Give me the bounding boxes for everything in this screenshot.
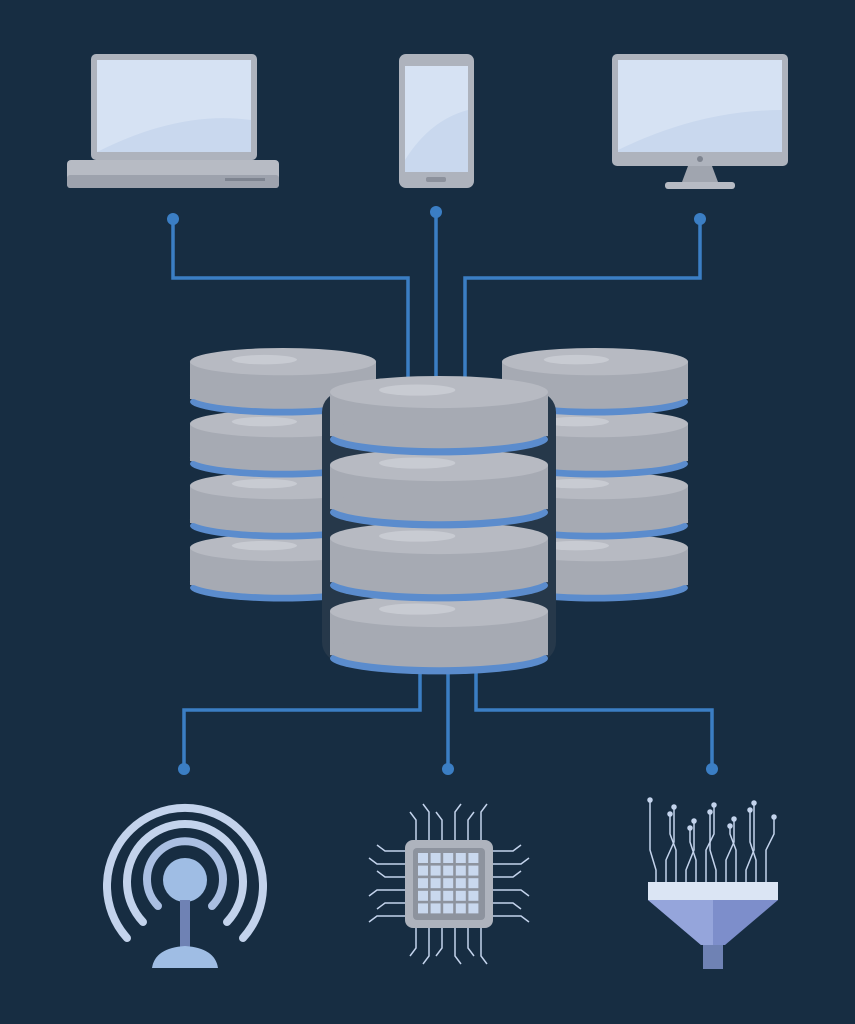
chip-cell <box>418 878 428 889</box>
wifi-antenna-icon <box>103 803 267 968</box>
connector-dot <box>178 763 190 775</box>
funnel-wire <box>665 807 675 882</box>
funnel-wire-dot <box>731 816 737 822</box>
chip-wire <box>493 889 530 897</box>
chip-cell <box>468 865 479 876</box>
chip-cell <box>443 890 454 901</box>
chip-cell <box>455 890 466 901</box>
connector-wifi <box>182 665 422 768</box>
funnel-wire <box>685 821 695 882</box>
chip-wire <box>409 811 417 840</box>
chip-cell <box>443 865 454 876</box>
chip-cell <box>430 890 441 901</box>
chip-wire <box>467 928 475 957</box>
chip-wire <box>454 803 462 840</box>
chip-cell <box>418 853 428 863</box>
funnel-wire-dot <box>747 807 753 813</box>
funnel-wire <box>689 828 697 882</box>
funnel-wire-dot <box>687 825 693 831</box>
chip-wire <box>435 928 443 957</box>
chip-cell <box>468 878 479 889</box>
funnel-wire-dot <box>707 809 713 815</box>
chip-wire <box>480 803 488 840</box>
chip-wire <box>376 902 405 910</box>
funnel-wire <box>709 812 717 882</box>
data-filter-funnel-icon <box>647 797 778 969</box>
chip-cell <box>455 903 466 914</box>
smartphone-icon <box>399 54 474 188</box>
database-servers <box>190 348 688 675</box>
chip-cell <box>430 865 441 876</box>
database-disk <box>330 522 548 602</box>
chip-wire <box>409 928 417 957</box>
chip-cell <box>430 903 441 914</box>
funnel-wire <box>669 814 677 882</box>
connector-dot <box>706 763 718 775</box>
funnel-wire-dot <box>751 800 757 806</box>
chip-cell <box>468 890 479 901</box>
chip-wire <box>422 803 430 840</box>
chip-wire <box>493 870 522 878</box>
chip-cell <box>418 865 428 876</box>
chip-wire <box>493 915 530 923</box>
chip-cell <box>468 903 479 914</box>
chip-cell <box>443 853 454 863</box>
connector-dots <box>167 206 718 775</box>
connector-dot <box>167 213 179 225</box>
chip-cell <box>443 903 454 914</box>
chip-wire <box>422 928 430 965</box>
database-disk <box>330 376 548 456</box>
chip-cell <box>443 878 454 889</box>
chip-wire <box>376 844 405 852</box>
chip-wire <box>480 928 488 965</box>
funnel-wire-dot <box>671 804 677 810</box>
connector-dot <box>442 763 454 775</box>
connector-dot <box>694 213 706 225</box>
funnel-wire <box>749 810 757 882</box>
chip-cell <box>418 903 428 914</box>
funnel-wire-dot <box>667 811 673 817</box>
database-disk <box>330 595 548 675</box>
chip-wire <box>435 811 443 840</box>
chip-wire <box>368 857 405 865</box>
chip-wire <box>368 915 405 923</box>
connectors <box>171 212 714 768</box>
desktop-monitor-icon <box>612 54 788 189</box>
funnel-wire-dot <box>691 818 697 824</box>
funnel-wire <box>649 800 657 882</box>
chip-cell <box>455 853 466 863</box>
chip-cell <box>430 853 441 863</box>
laptop-icon <box>67 54 279 188</box>
chip-cell <box>455 878 466 889</box>
chip-wire <box>493 857 530 865</box>
funnel-wire <box>729 826 737 882</box>
funnel-wire-dot <box>727 823 733 829</box>
chip-cell <box>455 865 466 876</box>
chip-wire <box>467 811 475 840</box>
chip-cell <box>430 878 441 889</box>
connector-monitor <box>463 219 702 380</box>
chip-cell <box>418 890 428 901</box>
funnel-wire-dot <box>771 814 777 820</box>
chip-wire <box>376 870 405 878</box>
funnel-wire <box>725 819 735 882</box>
funnel-wire <box>745 803 755 882</box>
chip-cell <box>468 853 479 863</box>
chip-wire <box>493 844 522 852</box>
database-disk <box>502 348 688 416</box>
funnel-wire-dot <box>647 797 653 803</box>
funnel-wire <box>765 817 775 882</box>
database-server-stack-center <box>330 376 548 675</box>
connector-funnel <box>474 665 714 768</box>
connector-dot <box>430 206 442 218</box>
database-disk <box>330 449 548 529</box>
chip-wire <box>368 889 405 897</box>
chip-wire <box>493 902 522 910</box>
funnel-wire-dot <box>711 802 717 808</box>
connector-laptop <box>171 219 410 380</box>
chip-wire <box>454 928 462 965</box>
cpu-chip-icon <box>368 803 530 965</box>
